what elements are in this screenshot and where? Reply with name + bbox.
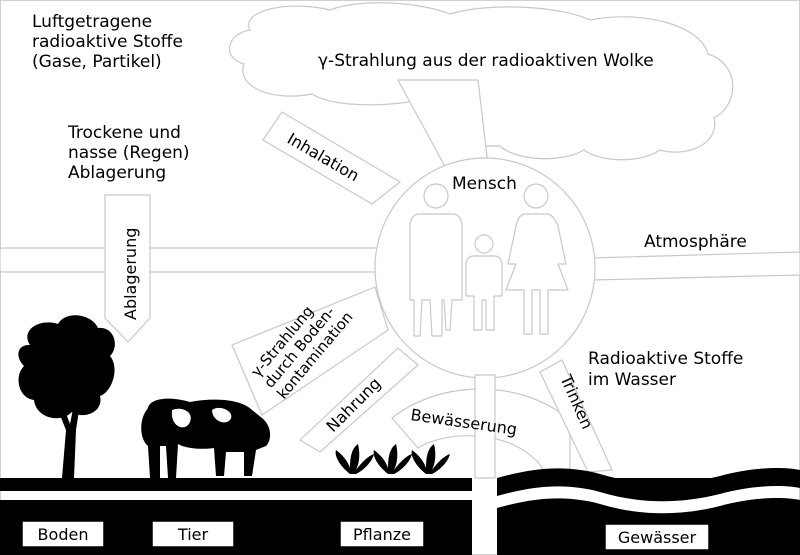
water-body-label-box — [604, 523, 710, 551]
child-body — [465, 255, 503, 331]
soil-label: Boden — [38, 525, 89, 544]
human-label: Mensch — [452, 174, 517, 194]
cloud-radiation-text: γ-Strahlung aus der radioaktiven Wolke — [318, 51, 654, 71]
atmosphere-label: Atmosphäre — [644, 232, 747, 252]
water-body-label: Gewässer — [618, 528, 697, 547]
water-text-line2: im Wasser — [588, 370, 676, 390]
child-head — [474, 234, 494, 254]
water-wave-top — [497, 468, 800, 502]
food-arrow — [299, 347, 419, 453]
airborne-text-line2: radioaktive Stoffe — [32, 32, 183, 52]
deposition-text-line2: nasse (Regen) — [68, 143, 190, 163]
tree-illustration — [18, 315, 115, 478]
right-horizon-band — [589, 251, 800, 281]
man-body — [409, 213, 463, 337]
left-horizon-band — [0, 247, 396, 273]
food-label: Nahrung — [322, 374, 384, 436]
plant-label-box — [339, 520, 425, 548]
water-top-edge — [497, 478, 800, 484]
airborne-text-line3: (Gase, Partikel) — [32, 52, 162, 72]
man-head — [423, 183, 449, 209]
inhalation-arrow — [262, 111, 402, 205]
woman-body — [505, 213, 569, 335]
airborne-text-line1: Luftgetragene — [32, 12, 152, 32]
woman-head — [523, 183, 549, 209]
animal-label: Tier — [177, 525, 209, 544]
drinking-arrow — [539, 359, 613, 473]
soil-radiation-arrow — [231, 286, 389, 416]
deposition-text-line1: Trockene und — [67, 123, 181, 143]
plants-illustration — [335, 444, 450, 474]
radioactive-cloud — [228, 2, 734, 161]
deposition-text-line3: Ablagerung — [68, 163, 166, 183]
people-figures — [409, 183, 569, 337]
deposition-pathway-label: Ablagerung — [121, 228, 140, 320]
water-connector — [474, 374, 496, 479]
plant-label: Pflanze — [353, 525, 411, 544]
animal-label-box — [151, 520, 235, 548]
water-text-line1: Radioaktive Stoffe — [588, 349, 743, 369]
soil-label-box — [21, 520, 105, 548]
ground-surface — [0, 478, 472, 491]
deposition-arrow — [104, 194, 151, 343]
cow-illustration — [141, 398, 271, 478]
